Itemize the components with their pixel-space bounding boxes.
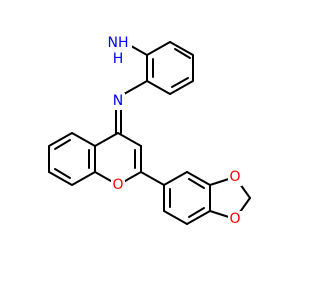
bond (48, 132, 73, 147)
bond (171, 77, 189, 88)
dioxole-oxygen-bottom-label: O (229, 211, 240, 227)
bond (94, 132, 119, 147)
bond (117, 132, 142, 147)
bond (163, 171, 188, 186)
label-background (111, 93, 125, 110)
label-background (228, 211, 242, 228)
bond (188, 207, 205, 218)
bond (188, 178, 205, 189)
label-background (228, 169, 242, 186)
amine-nitrogen-label: NH (108, 35, 129, 51)
bond (54, 139, 71, 150)
bond (146, 41, 171, 56)
bond (71, 132, 96, 147)
bond (186, 210, 211, 225)
bond (123, 80, 148, 95)
bond (186, 171, 211, 186)
label-background (105, 35, 132, 52)
bond (54, 168, 71, 179)
molecule-structure: NH H N O O O (48, 35, 251, 228)
bond (174, 48, 191, 59)
dioxole-oxygen-top-label: O (229, 169, 240, 185)
bond (140, 171, 165, 186)
bond (163, 210, 188, 225)
bond-layer (48, 41, 251, 225)
pyran-oxygen-label: O (112, 177, 123, 193)
bond (71, 171, 96, 186)
amine-hydrogen-label: H (113, 51, 124, 67)
bond (169, 80, 194, 95)
bond (48, 171, 73, 186)
bond (146, 80, 171, 95)
bond (169, 41, 194, 56)
label-background (113, 52, 123, 66)
label-background (111, 177, 125, 194)
imine-nitrogen-label: N (113, 93, 123, 109)
atom-label-layer: NH H N O O O (105, 35, 242, 228)
